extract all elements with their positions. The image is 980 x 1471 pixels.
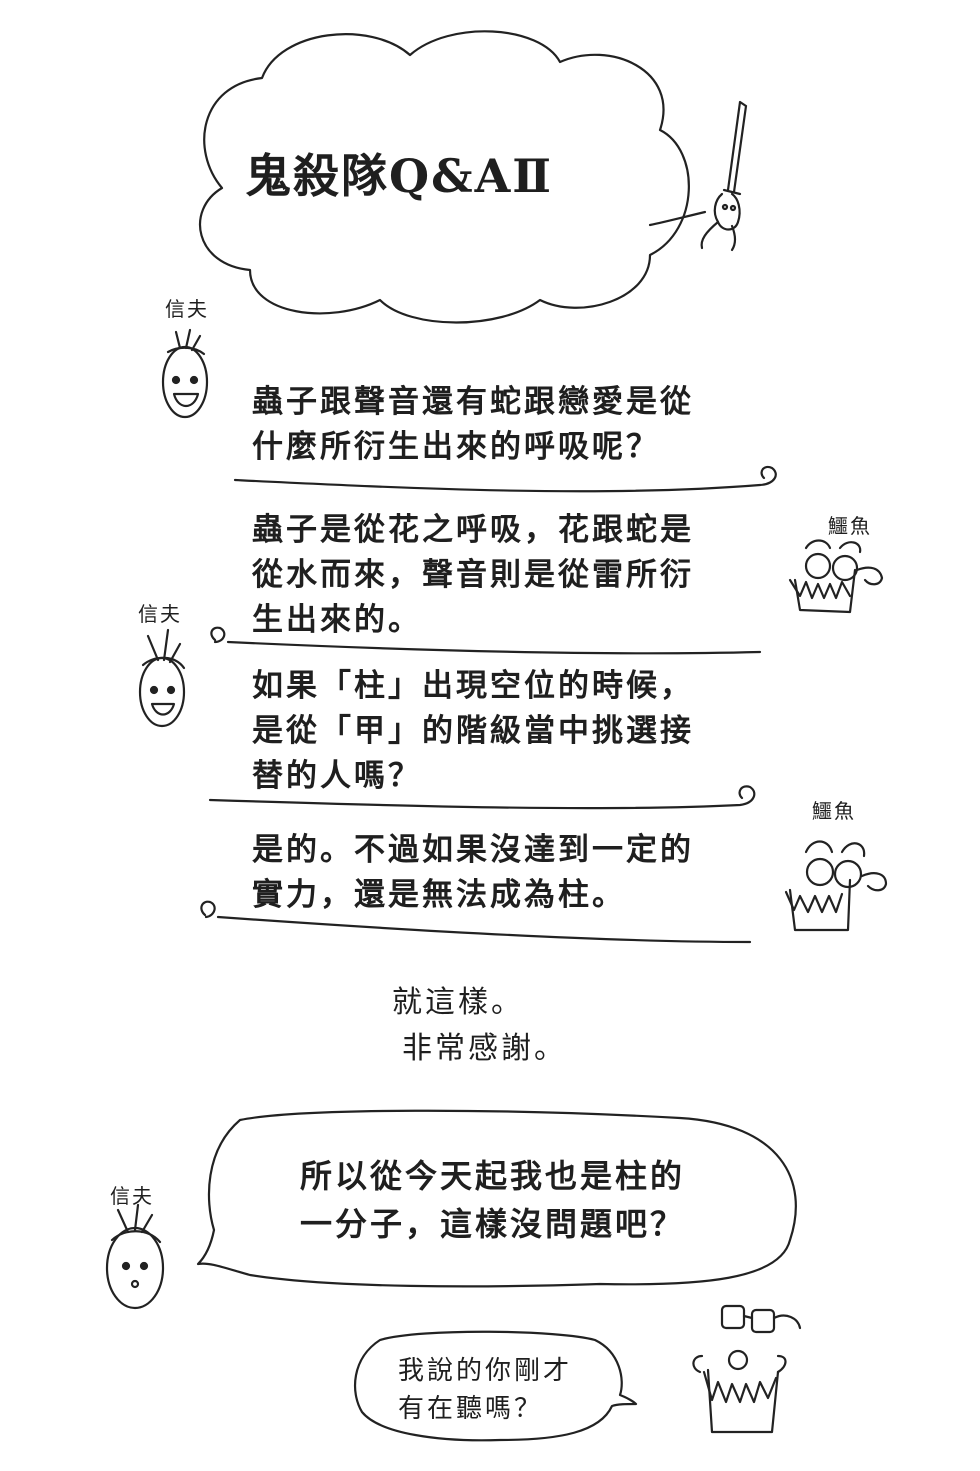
speaker-label-nobuo: 信夫	[165, 297, 209, 321]
nobuo-face-icon	[161, 328, 209, 419]
speaker-label-nobuo: 信夫	[110, 1184, 154, 1208]
speaker-label-unagi: 鱷魚	[828, 514, 872, 538]
question-1: 蟲子跟聲音還有蛇跟戀愛是從 什麼所衍生出來的呼吸呢？	[252, 384, 694, 465]
unagi-face-icon	[692, 1304, 802, 1434]
speech-bubble-big	[196, 1109, 797, 1288]
speaker-label-unagi: 鱷魚	[812, 799, 856, 823]
divider-swirl	[210, 626, 762, 655]
speech-bubble-small-text: 我說的你剛才 有在聽嗎？	[398, 1356, 573, 1424]
nobuo-face-icon	[105, 1203, 165, 1310]
answer-2: 是的。不過如果沒達到一定的 實力，還是無法成為柱。	[252, 832, 694, 913]
page-title: 鬼殺隊Q&AⅡ	[245, 149, 554, 203]
closing-line-2: 非常感謝。	[402, 1031, 567, 1066]
unagi-face-icon	[788, 539, 884, 614]
katana-icon	[722, 100, 748, 196]
answer-1: 蟲子是從花之呼吸，花跟蛇是 從水而來，聲音則是從雷所衍 生出來的。	[252, 512, 694, 638]
speaker-label-nobuo: 信夫	[138, 602, 182, 626]
divider-swirl	[233, 465, 777, 493]
nobuo-face-icon	[138, 628, 186, 728]
title-cloud	[198, 30, 690, 324]
speech-bubble-big-text: 所以從今天起我也是柱的 一分子，這樣沒問題吧？	[300, 1157, 686, 1243]
speech-bubble-small	[353, 1330, 638, 1442]
question-2: 如果「柱」出現空位的時候， 是從「甲」的階級當中挑選接 替的人嗎？	[252, 668, 694, 794]
closing-line-1: 就這樣。	[392, 985, 524, 1020]
unagi-face-icon	[784, 840, 888, 932]
divider-swirl	[200, 900, 752, 944]
divider-swirl	[208, 785, 756, 810]
